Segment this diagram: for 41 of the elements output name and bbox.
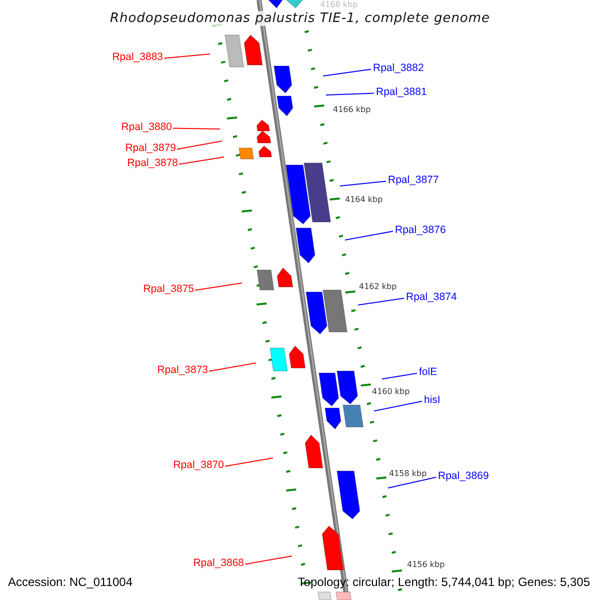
gene-label: Rpal_3881 <box>376 87 427 98</box>
leader-line <box>374 400 422 412</box>
gene-label: folE <box>419 367 438 378</box>
leader-line <box>358 298 404 306</box>
gene-label: Rpal_3875 <box>143 284 194 294</box>
gene-label: Rpal_3883 <box>112 52 163 62</box>
leader-line <box>178 156 224 165</box>
scale-label: 4162 kbp <box>359 283 397 291</box>
leader-line <box>340 180 386 186</box>
gene-label: Rpal_3876 <box>395 225 446 236</box>
footer-text: Accession: NC_011004 <box>8 576 133 588</box>
scale-label: 4166 kbp <box>333 106 371 114</box>
leader-line <box>344 230 394 240</box>
gene-label: hisI <box>424 395 440 406</box>
leader-line <box>224 458 274 467</box>
leader-line <box>388 476 436 488</box>
gene-label: Rpal_3877 <box>388 175 439 186</box>
leader-line <box>194 282 242 291</box>
gene-label: Rpal_3880 <box>121 122 172 132</box>
leader-line <box>322 68 372 76</box>
gene-label: Rpal_3869 <box>438 471 489 482</box>
scale-label: 4160 kbp <box>372 388 410 396</box>
gene-label: Rpal_3870 <box>173 460 224 470</box>
gene-label: Rpal_3882 <box>373 63 424 74</box>
footer-text: Topology: circular; Length: 5,744,041 bp; Genes: 5,305 <box>298 576 590 588</box>
scale-label: 4164 kbp <box>345 196 383 204</box>
gene-label: Rpal_3879 <box>125 143 176 154</box>
leader-line <box>176 140 222 150</box>
gene-label: Rpal_3873 <box>157 365 208 376</box>
scale-label: 4168 kbp <box>320 1 358 9</box>
leader-line <box>326 92 374 96</box>
scale-label: 4158 kbp <box>389 470 427 478</box>
leader-line <box>208 362 256 372</box>
scale-label: 4156 kbp <box>407 561 445 569</box>
leader-line <box>172 128 220 130</box>
gene-label: Rpal_3878 <box>127 158 178 168</box>
gene-label: Rpal_3874 <box>406 292 457 302</box>
gene-label: Rpal_3868 <box>193 558 244 568</box>
leader-line <box>382 372 418 380</box>
leader-line <box>244 556 292 565</box>
leader-line <box>164 54 210 59</box>
